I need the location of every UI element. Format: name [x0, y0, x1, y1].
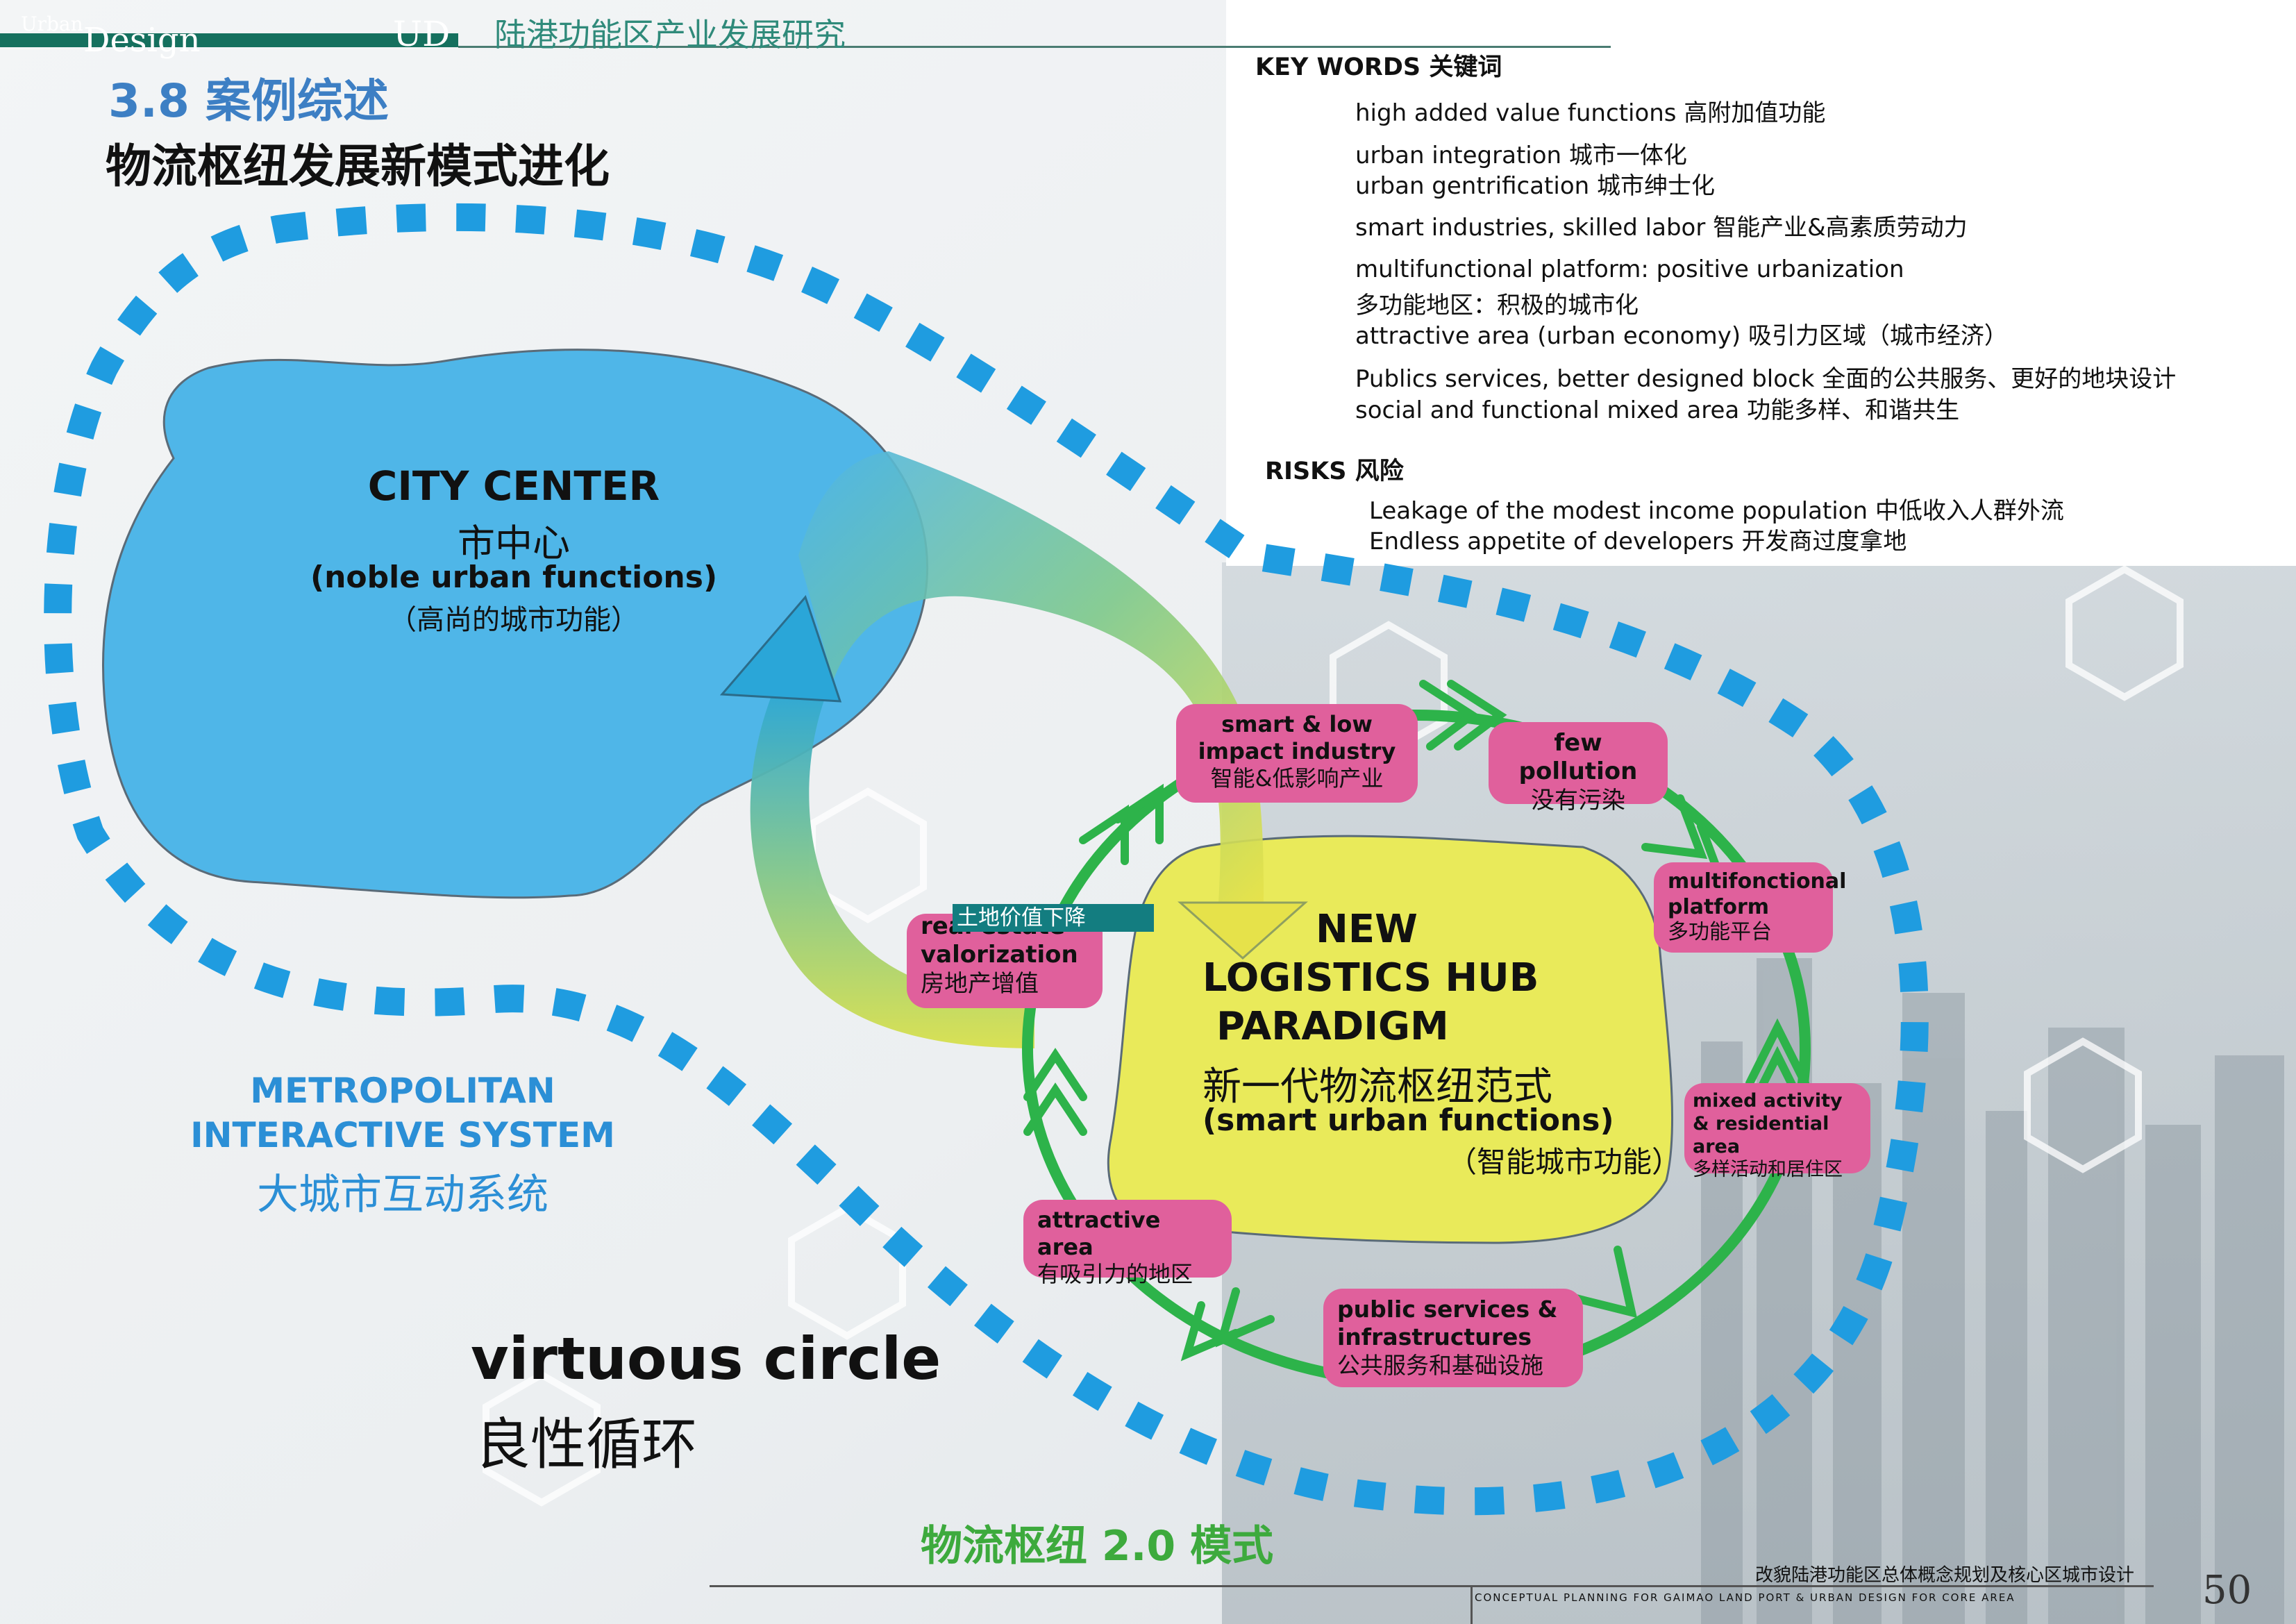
logo-ud: UD — [393, 14, 451, 54]
keyword-item: high added value functions 高附加值功能 — [1355, 99, 1826, 127]
metro-line2: INTERACTIVE SYSTEM — [190, 1115, 615, 1155]
keywords-heading: KEY WORDS 关键词 — [1255, 53, 1502, 81]
city-center-title: CITY CENTER — [367, 462, 660, 510]
keyword-item: urban integration 城市一体化 — [1355, 142, 1687, 169]
hub-title-line3: PARADIGM — [1216, 1004, 1449, 1049]
flow-band-down — [798, 451, 1264, 903]
node-label-cn: 房地产增值 — [921, 969, 1039, 998]
logo-design: Design — [83, 21, 201, 60]
hexagon-pattern — [483, 565, 2184, 1507]
logo-urban: Urban — [21, 12, 83, 35]
keyword-item: attractive area (urban economy) 吸引力区域（城市… — [1355, 322, 2008, 350]
metro-line1: METROPOLITAN — [250, 1071, 555, 1111]
cycle-node-smart-industry: smart & low impact industry 智能&低影响产业 — [1176, 704, 1418, 803]
header-rule — [458, 46, 1611, 48]
header-bar — [0, 33, 458, 47]
node-label-cn: 有吸引力的地区 — [1037, 1261, 1193, 1288]
flow-arrow-down-head — [1178, 901, 1308, 960]
footer-cn: 改貌陆港功能区总体概念规划及核心区城市设计 — [1755, 1565, 2135, 1586]
hub-title-line1: NEW — [1316, 907, 1418, 952]
city-center-blob — [101, 349, 929, 899]
node-label-cn: 没有污染 — [1531, 786, 1625, 814]
node-label-en: smart & low impact industry — [1198, 711, 1396, 765]
node-label-cn: 多功能平台 — [1668, 920, 1772, 945]
keyword-item: multifunctional platform: positive urban… — [1355, 256, 1904, 283]
keyword-item: Publics services, better designed block … — [1355, 365, 2177, 393]
city-center-subtitle: (noble urban functions) — [310, 560, 718, 595]
hub-cn: 新一代物流枢纽范式 — [1203, 1064, 1552, 1110]
keyword-item: social and functional mixed area 功能多样、和谐… — [1355, 396, 1960, 424]
land-value-tag: 土地价值下降 — [953, 904, 1154, 932]
cycle-node-mixed-activity: mixed activity & residential area 多样活动和居… — [1684, 1083, 1870, 1180]
keyword-item: 多功能地区：积极的城市化 — [1355, 292, 1639, 319]
cycle-node-attractive-area: attractive area 有吸引力的地区 — [1023, 1200, 1232, 1287]
page-number: 50 — [2202, 1568, 2252, 1613]
node-label-en: multifonctional platform — [1668, 869, 1847, 919]
flow-arrow-up-head — [719, 595, 842, 703]
footer-en: CONCEPTUAL PLANNING FOR GAIMAO LAND PORT… — [1475, 1591, 2016, 1604]
virtuous-circle-cn: 良性循环 — [475, 1412, 697, 1477]
cycle-node-public-services: public services & infrastructures 公共服务和基… — [1323, 1289, 1583, 1387]
cycle-node-multifunctional: multifonctional platform 多功能平台 — [1654, 862, 1847, 953]
node-label-en: few pollution — [1518, 729, 1638, 786]
node-label-en: real estate valorization — [921, 914, 1078, 969]
node-label-cn: 智能&低影响产业 — [1210, 765, 1384, 792]
risk-item: Endless appetite of developers 开发商过度拿地 — [1369, 528, 1907, 555]
virtuous-circle-title: virtuous circle — [471, 1325, 941, 1393]
hub-title-line2: LOGISTICS HUB — [1203, 955, 1539, 1001]
header-title: 陆港功能区产业发展研究 — [494, 16, 846, 53]
section-number: 3.8 案例综述 — [108, 74, 389, 128]
cycle-node-few-pollution: few pollution 没有污染 — [1489, 722, 1668, 814]
hub-subtitle: (smart urban functions) — [1203, 1103, 1614, 1138]
footer-divider — [1470, 1585, 1473, 1624]
node-label-en: public services & infrastructures — [1337, 1296, 1558, 1351]
node-label-en: attractive area — [1037, 1207, 1161, 1261]
footer-rule — [710, 1585, 2154, 1587]
risk-item: Leakage of the modest income population … — [1369, 497, 2064, 525]
keywords-panel — [1226, 0, 2296, 566]
city-center-cn: 市中心 — [458, 521, 570, 565]
city-center-subtitle-cn: （高尚的城市功能） — [389, 604, 639, 636]
flow-band-up — [750, 680, 1034, 1048]
metro-cn: 大城市互动系统 — [257, 1171, 548, 1219]
keyword-item: urban gentrification 城市绅士化 — [1355, 172, 1715, 200]
hub-subtitle-cn: （智能城市功能） — [1448, 1145, 1682, 1179]
keyword-item: smart industries, skilled labor 智能产业&高素质… — [1355, 214, 1968, 242]
risks-heading: RISKS 风险 — [1265, 458, 1404, 485]
node-label-cn: 多样活动和居住区 — [1693, 1158, 1843, 1180]
page-title: 物流枢纽发展新模式进化 — [106, 140, 610, 193]
node-label-cn: 公共服务和基础设施 — [1337, 1351, 1543, 1379]
node-label-en: mixed activity & residential area — [1693, 1090, 1843, 1157]
metropolitan-ring — [44, 203, 1929, 1516]
model-label: 物流枢纽 2.0 模式 — [921, 1522, 1274, 1571]
